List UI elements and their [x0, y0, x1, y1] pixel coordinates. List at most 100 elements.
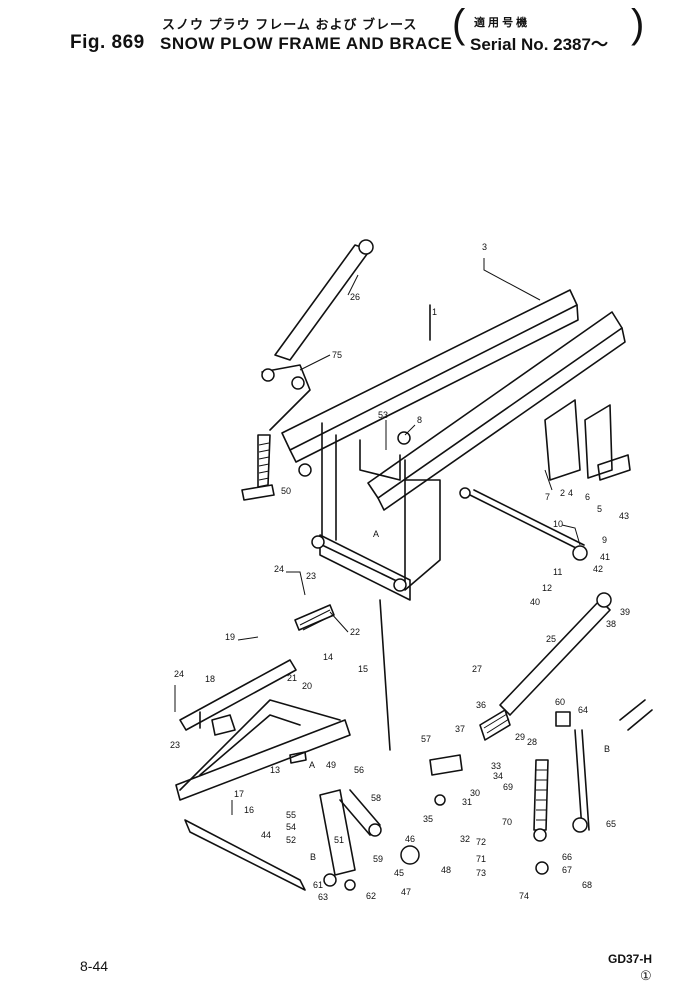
part-label-31: 31	[462, 797, 472, 807]
lower-left-assembly	[175, 604, 463, 891]
part-label-28: 28	[527, 737, 537, 747]
page-number: 8-44	[80, 958, 109, 974]
part-label-52: 52	[286, 835, 296, 845]
part-label-47: 47	[401, 887, 411, 897]
part-label-23-lower: 23	[170, 740, 180, 750]
part-label-75: 75	[332, 350, 342, 360]
part-label-8: 8	[417, 415, 422, 425]
part-label-A-lower: A	[309, 760, 315, 770]
part-label-70: 70	[502, 817, 512, 827]
figure-number: Fig. 869	[70, 32, 145, 53]
part-label-37: 37	[455, 724, 465, 734]
part-label-59: 59	[373, 854, 383, 864]
part-label-16: 16	[244, 805, 254, 815]
right-brace-assembly	[469, 489, 653, 833]
part-label-9: 9	[602, 535, 607, 545]
model-code: GD37-H	[608, 952, 653, 966]
part-label-43: 43	[619, 511, 629, 521]
part-label-63: 63	[318, 892, 328, 902]
part-label-34: 34	[493, 771, 503, 781]
part-label-38: 38	[606, 619, 616, 629]
part-label-44: 44	[261, 830, 271, 840]
part-label-65: 65	[606, 819, 616, 829]
part-label-68: 68	[582, 880, 592, 890]
part-label-26: 26	[350, 292, 360, 302]
part-label-67: 67	[562, 865, 572, 875]
part-label-33: 33	[491, 761, 501, 771]
part-label-6: 6	[585, 492, 590, 502]
part-label-27: 27	[472, 664, 482, 674]
part-label-39: 39	[620, 607, 630, 617]
part-label-10: 10	[553, 519, 563, 529]
part-label-21: 21	[287, 673, 297, 683]
part-label-60: 60	[555, 697, 565, 707]
part-label-72: 72	[476, 837, 486, 847]
right-lower-spring	[533, 711, 571, 875]
part-label-2: 2	[560, 488, 565, 498]
part-label-24-lower: 24	[174, 669, 184, 679]
part-label-32: 32	[460, 834, 470, 844]
part-label-53: 53	[378, 410, 388, 420]
serial-paren-left: (	[452, 2, 466, 46]
part-label-49: 49	[326, 760, 336, 770]
part-label-13: 13	[270, 765, 280, 775]
part-label-24-upper: 24	[274, 564, 284, 574]
part-label-11: 11	[553, 567, 562, 577]
part-label-58: 58	[371, 793, 381, 803]
leader-lines	[174, 258, 581, 815]
part-label-B-lower: B	[310, 852, 316, 862]
part-label-1: 1	[432, 307, 437, 317]
part-label-22: 22	[350, 627, 360, 637]
part-label-62: 62	[366, 891, 376, 901]
title-english: SNOW PLOW FRAME AND BRACE	[160, 34, 453, 53]
main-frame	[281, 289, 631, 751]
part-label-51: 51	[334, 835, 344, 845]
part-label-71: 71	[476, 854, 486, 864]
part-label-14: 14	[323, 652, 333, 662]
part-label-46: 46	[405, 834, 415, 844]
serial-paren-right: )	[631, 2, 645, 46]
serial-range: Serial No. 2387～	[470, 35, 608, 54]
part-label-57: 57	[421, 734, 431, 744]
part-label-7: 7	[545, 492, 550, 502]
part-label-61: 61	[313, 880, 323, 890]
part-label-41: 41	[600, 552, 610, 562]
part-label-45: 45	[394, 868, 404, 878]
part-label-56: 56	[354, 765, 364, 775]
part-label-74: 74	[519, 891, 529, 901]
part-label-25: 25	[546, 634, 556, 644]
title-japanese: スノウ プラウ フレーム および ブレース	[162, 17, 418, 32]
part-label-64: 64	[578, 705, 588, 715]
part-label-4: 4	[568, 488, 573, 498]
part-label-29: 29	[515, 732, 525, 742]
part-label-42: 42	[593, 564, 603, 574]
part-label-A-upper: A	[373, 529, 379, 539]
part-label-17: 17	[234, 789, 244, 799]
part-label-20: 20	[302, 681, 312, 691]
part-label-35: 35	[423, 814, 433, 824]
part-label-66: 66	[562, 852, 572, 862]
part-label-23-upper: 23	[306, 571, 316, 581]
part-label-55: 55	[286, 810, 296, 820]
part-label-3: 3	[482, 242, 487, 252]
upper-lift-arm	[241, 239, 374, 501]
part-label-12: 12	[542, 583, 552, 593]
part-label-69: 69	[503, 782, 513, 792]
serial-label-japanese: 適 用 号 機	[474, 17, 528, 29]
part-label-18: 18	[205, 674, 215, 684]
part-label-73: 73	[476, 868, 486, 878]
part-label-50: 50	[281, 486, 291, 496]
part-label-54: 54	[286, 822, 296, 832]
revision-mark: ①	[640, 968, 652, 983]
part-label-B-right: B	[604, 744, 610, 754]
part-label-36: 36	[476, 700, 486, 710]
part-label-19: 19	[225, 632, 235, 642]
part-label-15: 15	[358, 664, 368, 674]
part-label-5: 5	[597, 504, 602, 514]
part-label-48: 48	[441, 865, 451, 875]
part-number-labels: 1 2 3 4 5 6 7 8 9 10 11 12 13 14 15 16 1…	[170, 242, 630, 902]
part-label-40: 40	[530, 597, 540, 607]
part-label-30: 30	[470, 788, 480, 798]
